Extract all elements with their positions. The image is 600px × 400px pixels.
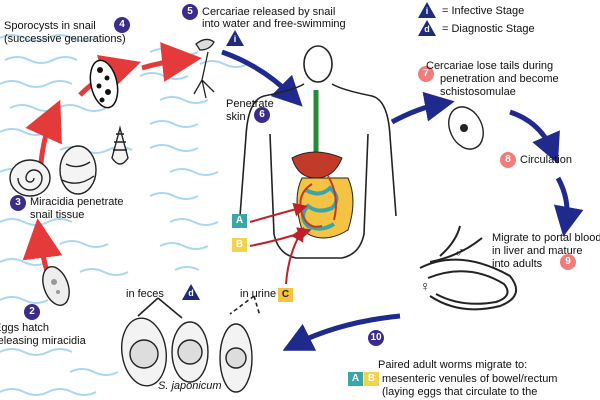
step7-label-line1: Cercariae lose tails during [426,60,554,72]
diagnostic-eggs-icon: d [182,284,200,300]
step6-label-line2: skin [226,111,246,123]
arrow-cercariae-to-skin [221,49,303,107]
step7-label-line2: penetration and become [440,73,559,85]
female-symbol: ♀ [420,278,431,294]
step10-label-line1: Paired adult worms migrate to: [378,359,528,371]
step10-marker-a: A [348,372,363,386]
step5-label-line1: Cercariae released by snail [202,6,336,18]
marker-c: C [278,288,293,302]
arrow-adults-to-eggs [282,313,401,351]
adult-worms-illustration [419,225,518,311]
male-symbol: ♂ [454,244,465,260]
step10-label-line2: mesenteric venules of bowel/rectum [382,373,558,385]
step10-label-line3: (laying eggs that circulate to the [382,386,538,398]
pointer-c [285,226,304,285]
sporocyst-illustration [89,59,119,109]
step4-label-line1: Sporocysts in snail [4,20,96,32]
in-feces-label: in feces [126,288,164,300]
cercaria-illustration [193,38,215,99]
step8-label: Circulation [520,154,572,166]
snail-shells [9,125,129,197]
eggs-illustration [121,317,253,393]
miracidium-illustration [42,266,70,306]
pointer-a [249,202,308,223]
step5-label-line2: into water and free-swimming [202,18,346,30]
step2-label-line1: Eggs hatch [0,322,50,334]
marker-b: B [232,238,247,252]
step9-label-line1: Migrate to portal blood [492,232,600,244]
marker-a: A [232,214,247,228]
in-urine-label: in urine [240,288,277,300]
arrow-sporocyst-to-cercariae [141,42,202,82]
step8-badge: 8 [500,152,516,168]
arrow-skin-to-schistosomulae [390,91,455,125]
legend-diagnostic-label: = Diagnostic Stage [442,23,535,35]
step3-badge: 3 [10,195,26,211]
cercariae-infective-icon: i [226,30,244,46]
internal-organs [291,90,354,239]
legend-infective-label: = Infective Stage [442,5,525,17]
step9-label-line3: into adults [492,258,543,270]
step7-label-line3: schistosomulae [440,86,516,98]
step9-badge: 9 [560,254,576,270]
step10-marker-b: B [364,372,379,386]
diagnostic-stage-icon: d [418,20,436,36]
step10-badge: 10 [368,330,384,346]
step7-badge: 7 [418,66,434,82]
step3-label-line2: snail tissue [30,209,85,221]
step2-label-line2: releasing miracidia [0,335,86,347]
step9-label-line2: in liver and mature [492,245,583,257]
egg-pointer-lines [137,295,261,319]
step3-label-line1: Miracidia penetrate [30,196,124,208]
species-label: S. japonicum [158,380,222,392]
step4-badge: 4 [114,17,130,33]
step2-badge: 2 [24,304,40,320]
human-body-outline [239,45,397,259]
schistosomula-illustration [448,106,484,150]
step4-label-line2: (successive generations) [4,33,126,45]
step5-badge: 5 [182,4,198,20]
step6-badge: 6 [254,107,270,123]
arrow-schistosomulae-to-circulation [509,109,560,164]
infective-stage-icon: i [418,2,436,18]
arrow-circulation-to-portal [553,176,584,237]
